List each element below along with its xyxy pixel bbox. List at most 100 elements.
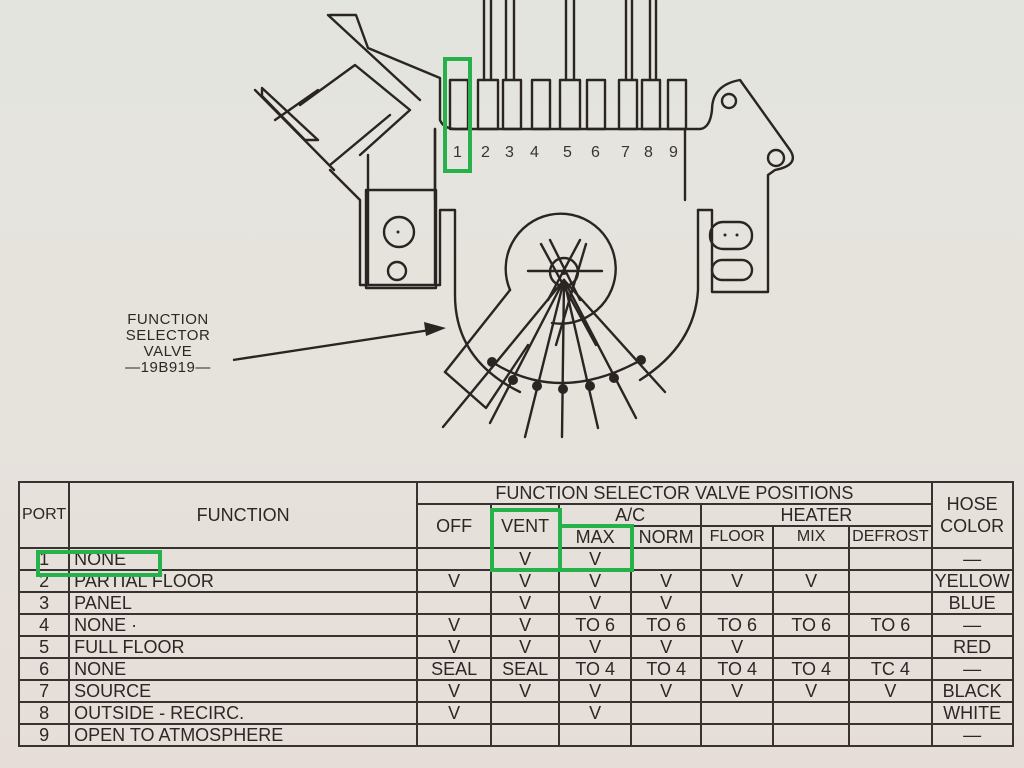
position-cell-floor: TO 4 [700, 657, 775, 681]
position-cell-vent: V [490, 613, 561, 637]
port-number-2: 2 [481, 144, 490, 161]
port-cell: 5 [17, 635, 71, 659]
position-cell-norm [630, 547, 703, 571]
valve-positions-header: FUNCTION SELECTOR VALVE POSITIONS [416, 481, 933, 505]
position-cell-off [416, 723, 493, 747]
port-number-1: 1 [453, 144, 462, 161]
port-number-4: 4 [530, 144, 539, 161]
position-cell-mix [772, 635, 851, 659]
port-cell: 6 [17, 657, 71, 681]
port-number-6: 6 [591, 144, 600, 161]
position-cell-off: SEAL [416, 657, 493, 681]
function-header: FUNCTION [68, 481, 419, 549]
hose-color-cell: — [930, 657, 1014, 681]
position-cell-mix: TO 4 [772, 657, 851, 681]
port-cell: 2 [17, 569, 71, 593]
table-row: 1NONE VV — [17, 547, 1014, 571]
function-cell: FULL FLOOR [68, 635, 419, 659]
position-cell-norm: TO 6 [630, 613, 703, 637]
position-cell-defrost [848, 701, 933, 725]
position-cell-floor [700, 701, 775, 725]
position-cell-max: V [558, 679, 633, 703]
position-cell-floor: V [700, 679, 775, 703]
position-cell-vent [490, 723, 561, 747]
position-cell-off [416, 591, 493, 615]
position-cell-defrost [848, 591, 933, 615]
hose-color-cell: BLUE [930, 591, 1014, 615]
norm-header: NORM [630, 525, 703, 549]
position-cell-defrost: V [848, 679, 933, 703]
position-cell-max: TO 6 [558, 613, 633, 637]
position-cell-mix: TO 6 [772, 613, 851, 637]
port-number-5: 5 [563, 144, 572, 161]
mix-header: MIX [772, 525, 851, 549]
callout-arrow [232, 322, 446, 362]
position-cell-max [558, 723, 633, 747]
callout-line-2: SELECTOR [125, 327, 211, 344]
max-header: MAX [558, 525, 633, 549]
position-cell-norm [630, 723, 703, 747]
port-cell: 9 [17, 723, 71, 747]
position-cell-floor [700, 723, 775, 747]
hose-color-cell: — [930, 723, 1014, 747]
position-cell-vent: SEAL [490, 657, 561, 681]
position-cell-vent: V [490, 679, 561, 703]
position-cell-max: V [558, 635, 633, 659]
header-row-1: PORT FUNCTION FUNCTION SELECTOR VALVE PO… [17, 481, 1014, 549]
position-cell-vent: V [490, 591, 561, 615]
port-cell: 1 [17, 547, 71, 571]
position-cell-max: V [558, 591, 633, 615]
position-cell-defrost: TO 6 [848, 613, 933, 637]
position-cell-norm: V [630, 635, 703, 659]
port-cell: 8 [17, 701, 71, 725]
port-cell: 4 [17, 613, 71, 637]
header-row-3: MAX NORM FLOOR MIX DEFROST [19, 525, 1013, 549]
position-cell-norm: V [630, 569, 703, 593]
vent-header: VENT [490, 503, 561, 549]
table-row: 9OPEN TO ATMOSPHERE — [17, 723, 1014, 747]
position-cell-floor: V [700, 569, 775, 593]
position-cell-vent: V [490, 547, 561, 571]
position-cell-norm: V [630, 591, 703, 615]
hose-color-cell: BLACK [930, 679, 1014, 703]
position-cell-max: V [558, 569, 633, 593]
callout-line-4: —19B919— [125, 359, 211, 376]
function-cell: OPEN TO ATMOSPHERE [68, 723, 419, 747]
port-cell: 7 [17, 679, 71, 703]
port-header: PORT [17, 481, 71, 549]
function-cell: NONE [68, 547, 419, 571]
callout-line-1: FUNCTION [127, 311, 209, 328]
ac-header: A/C [558, 503, 703, 527]
detent-dots [396, 230, 739, 394]
position-cell-mix [772, 701, 851, 725]
hose-color-cell: RED [930, 635, 1014, 659]
position-cell-off: V [416, 635, 493, 659]
off-header: OFF [416, 503, 493, 549]
position-cell-mix: V [772, 569, 851, 593]
hose-color-cell: — [930, 547, 1014, 571]
position-cell-max: V [558, 701, 633, 725]
defrost-header: DEFROST [848, 525, 933, 549]
position-cell-off: V [416, 613, 493, 637]
port-nipples [448, 78, 688, 131]
hose-color-header: HOSE COLOR [930, 481, 1014, 549]
position-cell-defrost [848, 723, 933, 747]
heater-header: HEATER [700, 503, 933, 527]
position-cell-off: V [416, 679, 493, 703]
position-cell-off: V [416, 569, 493, 593]
function-selector-valve-diagram [232, 0, 795, 439]
function-cell: SOURCE [68, 679, 419, 703]
position-cell-mix [772, 547, 851, 571]
callout-line-3: VALVE [143, 343, 193, 360]
valve-callout-label: FUNCTION SELECTOR VALVE —19B919— [112, 312, 224, 376]
position-cell-norm: V [630, 679, 703, 703]
position-cell-max: V [558, 547, 633, 571]
position-cell-mix: V [772, 679, 851, 703]
position-cell-defrost [848, 635, 933, 659]
function-cell: NONE [68, 657, 419, 681]
